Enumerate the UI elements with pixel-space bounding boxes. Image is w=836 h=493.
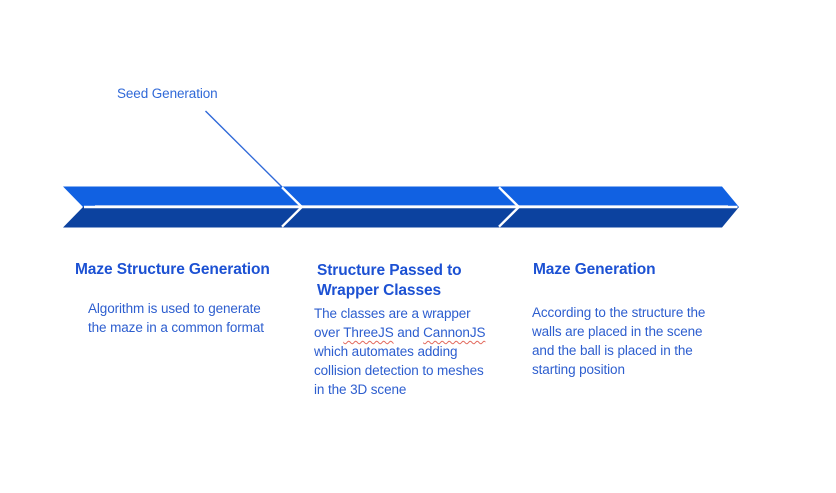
arrow-bottom-band bbox=[63, 207, 739, 228]
stage-1-description: Algorithm is used to generate the maze i… bbox=[88, 299, 264, 337]
callout-label: Seed Generation bbox=[117, 86, 218, 101]
stage-2-title-line: Wrapper Classes bbox=[317, 281, 441, 299]
stage-2-description: The classes are a wrapper over ThreeJS a… bbox=[314, 304, 485, 399]
stage-2-description-line: over ThreeJS and CannonJS bbox=[314, 323, 485, 342]
misspelled-word: CannonJS bbox=[423, 325, 486, 340]
stage-1-description-line: Algorithm is used to generate bbox=[88, 301, 261, 316]
stage-3-description-line: starting position bbox=[532, 362, 625, 377]
stage-2-description-text: over bbox=[314, 325, 344, 340]
stage-3-description: According to the structure the walls are… bbox=[532, 303, 705, 379]
stage-2-description-line: collision detection to meshes bbox=[314, 363, 484, 378]
stage-2-description-line: in the 3D scene bbox=[314, 382, 407, 397]
misspelled-word: ThreeJS bbox=[343, 325, 394, 340]
stage-1-title-line: Maze Structure Generation bbox=[75, 261, 270, 278]
chevron-separator-2 bbox=[498, 186, 521, 228]
chevron-separator-1 bbox=[281, 186, 304, 228]
stage-1-description-line: the maze in a common format bbox=[88, 320, 264, 335]
stage-3-description-line: walls are placed in the scene bbox=[532, 324, 703, 339]
stage-3-title: Maze Generation bbox=[533, 260, 656, 280]
stage-2-description-line: The classes are a wrapper bbox=[314, 306, 471, 321]
stage-2-title-line: Structure Passed to bbox=[317, 262, 462, 279]
stage-3-title-line: Maze Generation bbox=[533, 261, 656, 278]
stage-2-description-text: and bbox=[393, 325, 424, 340]
callout-line bbox=[205, 110, 284, 189]
arrow-top-band bbox=[63, 186, 739, 207]
stage-3-description-line: According to the structure the bbox=[532, 305, 706, 320]
stage-3-description-line: and the ball is placed in the bbox=[532, 343, 693, 358]
stage-1-title: Maze Structure Generation bbox=[75, 260, 270, 280]
stage-2-description-line: which automates adding bbox=[314, 344, 458, 359]
stage-2-title: Structure Passed to Wrapper Classes bbox=[317, 261, 462, 300]
